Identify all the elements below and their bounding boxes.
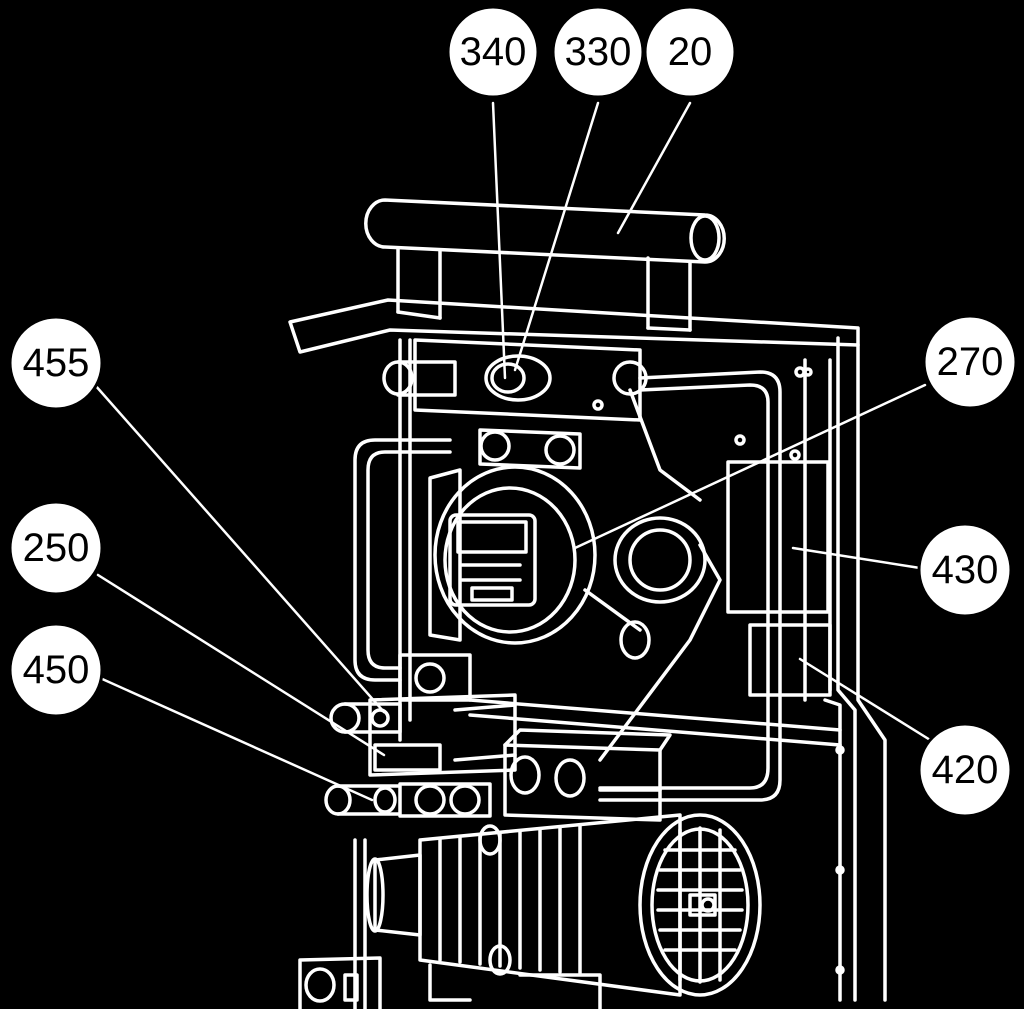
leader-line-455 [93,383,386,714]
callout-label: 330 [565,30,632,74]
callout-circle [917,522,1013,618]
coil-sensor [598,516,722,762]
callout-label: 420 [932,748,999,792]
electric-motor [418,813,762,997]
side-boxes [726,366,832,697]
callout-label: 270 [937,340,1004,384]
callout-250: 250 [8,500,104,596]
pump-head [298,853,602,1009]
carry-handle [364,198,726,332]
leader-line-250 [96,573,386,757]
callout-label: 455 [23,341,90,385]
callout-label: 450 [23,648,90,692]
callout-420: 420 [917,722,1013,818]
leader-line-420 [798,657,937,745]
callout-340: 340 [446,5,540,99]
callout-450: 450 [8,622,104,718]
controller-display [428,465,651,660]
piping-loop [353,370,782,802]
callout-circle [8,622,104,718]
callout-circle [643,5,737,99]
callout-430: 430 [917,522,1013,618]
callout-label: 430 [932,548,999,592]
leader-line-340 [491,101,507,380]
callout-circle [551,5,645,99]
callout-circle [446,5,540,99]
callout-circle [917,722,1013,818]
callout-label: 340 [460,30,527,74]
lower-manifold [324,653,517,818]
callout-455: 455 [8,315,104,411]
callout-label: 250 [23,526,90,570]
leader-line-430 [791,546,922,570]
callout-20: 20 [643,5,737,99]
callout-270: 270 [922,314,1018,410]
callout-circle [8,500,104,596]
leader-line-450 [98,676,374,802]
terminal-box [503,728,672,822]
leader-line-330 [513,101,600,372]
callout-circle [8,315,104,411]
callout-label: 20 [668,30,713,74]
callout-circle [922,314,1018,410]
callout-330: 330 [551,5,645,99]
leader-line-270 [573,383,927,550]
leader-line-20 [616,101,692,235]
valve-fittings [478,428,582,470]
base [803,367,845,975]
